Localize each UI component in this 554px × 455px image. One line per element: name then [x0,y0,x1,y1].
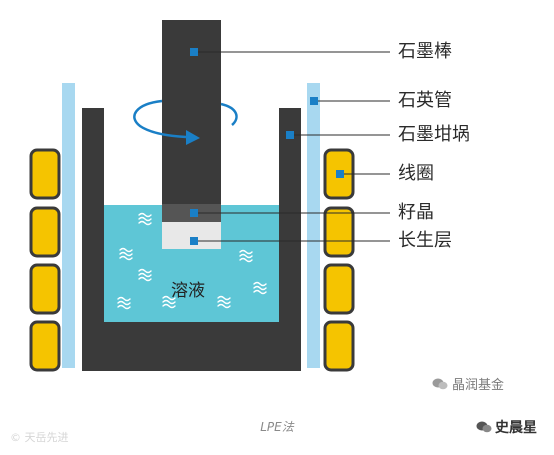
quartz-tube-right [307,83,320,368]
label-graphite-crucible: 石墨坩埚 [398,124,470,145]
watermark-right-top-text: 晶润基金 [452,378,505,393]
quartz-tube-left [62,83,75,368]
graphite-rod [162,20,221,204]
label-growth-layer: 长生层 [398,230,452,251]
wechat-icon [432,378,448,389]
label-quartz-tube: 石英管 [398,90,452,111]
graphite-crucible [82,108,301,371]
watermark-right-bottom: 史晨星 [476,417,537,437]
watermark-right-top: 晶润基金 [432,374,504,393]
watermark-left: © 天岳先进 [10,431,69,444]
label-solution: 溶液 [171,281,205,301]
label-seed-crystal: 籽晶 [398,202,434,223]
label-graphite-rod: 石墨棒 [398,41,452,62]
coil-right [323,148,355,372]
wave-marks [117,212,267,310]
leaders [194,51,390,242]
rotation-arrow-icon [133,99,238,145]
label-coil: 线圈 [398,163,434,184]
wechat-icon [476,421,492,433]
figure-caption: LPE法 [260,420,294,434]
watermark-right-bottom-text: 史晨星 [495,420,537,436]
markers [190,48,344,245]
coil-left [29,148,61,372]
